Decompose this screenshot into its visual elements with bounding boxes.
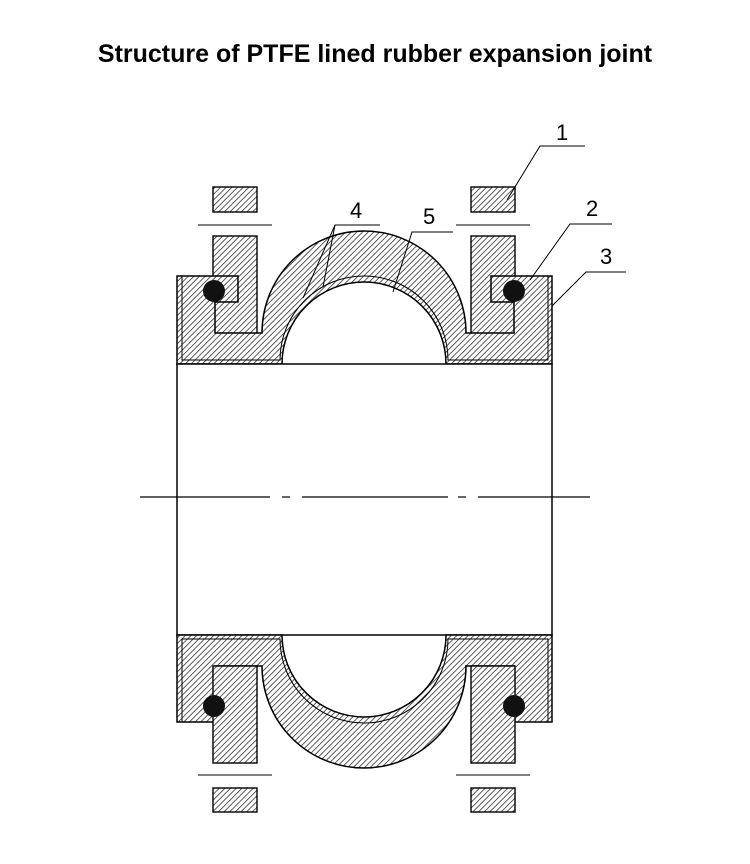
diagram-title: Structure of PTFE lined rubber expansion… (97, 40, 653, 68)
callout-4: 4 (350, 198, 362, 223)
rubber-body-bottom (176, 634, 553, 769)
bead-ring-bottom-right (503, 695, 525, 717)
callout-3: 3 (600, 244, 612, 269)
bead-ring-bottom-left (203, 695, 225, 717)
callout-1: 1 (556, 120, 568, 145)
ptfe-liner-top (181, 275, 549, 361)
bottom-half (176, 634, 553, 813)
top-half (176, 186, 553, 365)
callout-5: 5 (423, 204, 435, 229)
leader-lines (302, 145, 626, 307)
bead-ring-top-right (503, 280, 525, 302)
bead-ring-top-left (203, 280, 225, 302)
ptfe-liner-bottom (181, 638, 549, 724)
rubber-body-top (176, 230, 553, 365)
inner-bore (176, 363, 553, 636)
callout-2: 2 (586, 196, 598, 221)
